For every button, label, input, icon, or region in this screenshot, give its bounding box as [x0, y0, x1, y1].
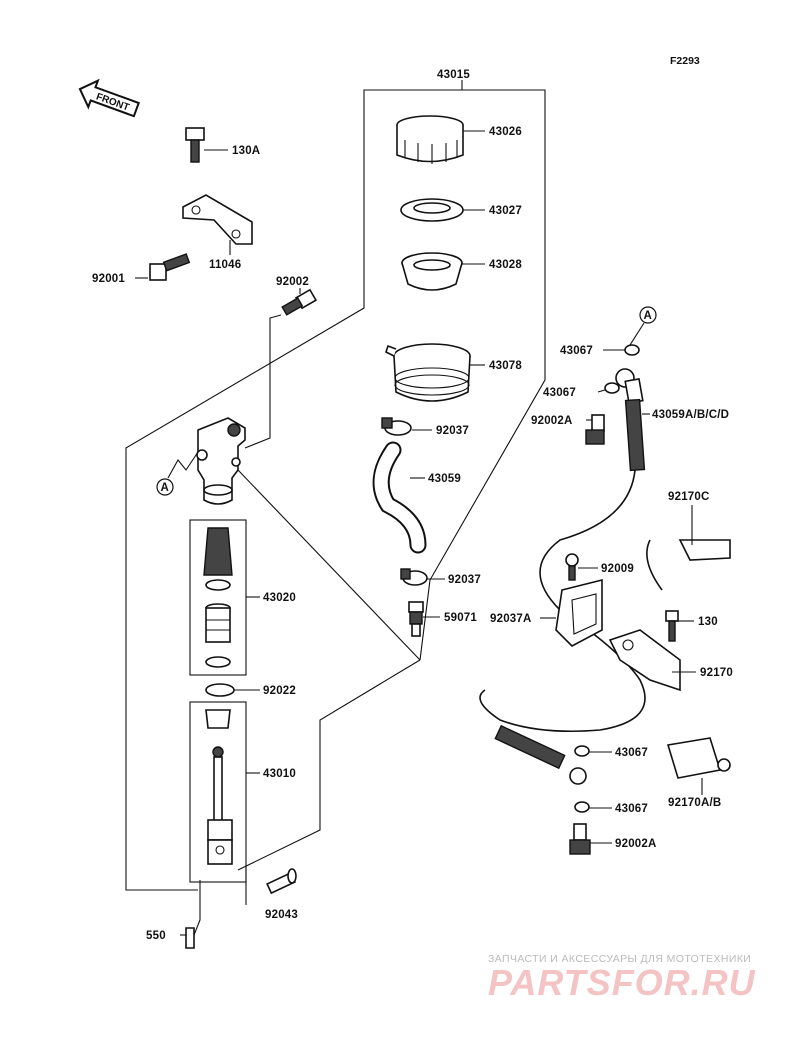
ref-marker-right: [639, 306, 657, 324]
master-cylinder-body: [196, 417, 246, 505]
label-92002a-bottom: 92002A: [615, 838, 656, 850]
leader-lines: [135, 130, 703, 936]
bolt-92002: [281, 288, 318, 316]
assembly-outline: [125, 80, 546, 891]
hose-clamp-bottom: [400, 568, 428, 586]
label-130: 130: [698, 616, 718, 628]
screw-92009: [565, 553, 579, 581]
bolt-92002a-bottom: [569, 823, 591, 855]
figure-id: F2293: [670, 55, 700, 67]
label-43028: 43028: [489, 259, 522, 271]
bolt-92002a-top: [585, 414, 605, 445]
cotter-leader: [193, 880, 201, 936]
brake-hose-line: [479, 469, 646, 733]
reservoir-cap: [396, 115, 464, 164]
label-92009: 92009: [601, 563, 634, 575]
label-43015: 43015: [437, 69, 470, 81]
label-43078: 43078: [489, 360, 522, 372]
watermark-brand: PARTSFOR.RU: [488, 962, 756, 1003]
washer-bottom-2: [574, 801, 590, 813]
washer-bottom-1: [574, 745, 590, 757]
label-43059abcd: 43059A/B/C/D: [652, 409, 729, 421]
label-92170c: 92170C: [668, 491, 709, 503]
label-92002: 92002: [276, 276, 309, 288]
brake-hose-upper: [624, 398, 646, 472]
label-43026: 43026: [489, 126, 522, 138]
label-11046: 11046: [209, 259, 241, 271]
label-92001: 92001: [92, 273, 125, 285]
o-ring: [205, 683, 235, 697]
label-43067-a: 43067: [560, 345, 593, 357]
watermark-subtitle: ЗАПЧАСТИ И АКСЕССУАРЫ ДЛЯ МОТОТЕХНИКИ: [488, 953, 751, 965]
front-arrow-icon: FRONT: [78, 78, 140, 118]
diaphragm: [401, 252, 463, 291]
bracket-11046: [182, 194, 253, 245]
ref-marker-right-label: A: [644, 310, 653, 322]
label-92022: 92022: [263, 685, 296, 697]
hose-fitting: [408, 601, 424, 637]
label-92043: 92043: [265, 909, 298, 921]
clamp-92170ab: [666, 737, 731, 779]
label-43067-d: 43067: [615, 803, 648, 815]
bolt-130: [665, 610, 679, 642]
label-59071: 59071: [444, 612, 477, 624]
label-92170: 92170: [700, 667, 733, 679]
hose-clamp-top: [381, 417, 412, 436]
bolt-92001: [149, 253, 191, 281]
label-92037-bottom: 92037: [448, 574, 481, 586]
label-130a: 130A: [232, 145, 260, 157]
watermark: ЗАПЧАСТИ И АКСЕССУАРЫ ДЛЯ МОТОТЕХНИКИ PA…: [488, 953, 756, 1003]
guide-92037a: [555, 578, 603, 647]
push-rod-box: [189, 701, 247, 883]
bolt-130a: [185, 127, 205, 163]
label-43020: 43020: [263, 592, 296, 604]
ref-line-a: [167, 451, 199, 479]
label-43067-c: 43067: [615, 747, 648, 759]
ref-marker-left: [156, 478, 174, 496]
piston-kit: [203, 527, 233, 668]
label-43059: 43059: [428, 473, 461, 485]
label-43067-b: 43067: [543, 387, 576, 399]
label-92037a: 92037A: [490, 613, 531, 625]
cotter-pin: [185, 927, 195, 949]
label-550: 550: [146, 930, 166, 942]
hose-clip-92170c: [646, 539, 731, 591]
label-43010: 43010: [263, 768, 296, 780]
bracket-92170: [608, 629, 681, 692]
label-92037-top: 92037: [436, 425, 469, 437]
label-43027: 43027: [489, 205, 522, 217]
reservoir-hose: [372, 441, 427, 554]
ref-marker-left-label: A: [161, 482, 170, 494]
label-92170ab: 92170A/B: [668, 797, 721, 809]
push-rod: [205, 709, 233, 865]
diaphragm-plate: [400, 198, 464, 222]
part-labels: 43015 43026 43027 43028 43078 92037 4305…: [92, 69, 733, 942]
banjo-fitting-top: [615, 368, 644, 404]
label-92002a-top: 92002A: [531, 415, 572, 427]
clevis-pin: [266, 868, 297, 895]
reservoir: [385, 343, 471, 402]
washer-top-2: [604, 382, 620, 394]
washer-top-1: [624, 344, 640, 356]
brake-hose-lower: [494, 724, 587, 785]
